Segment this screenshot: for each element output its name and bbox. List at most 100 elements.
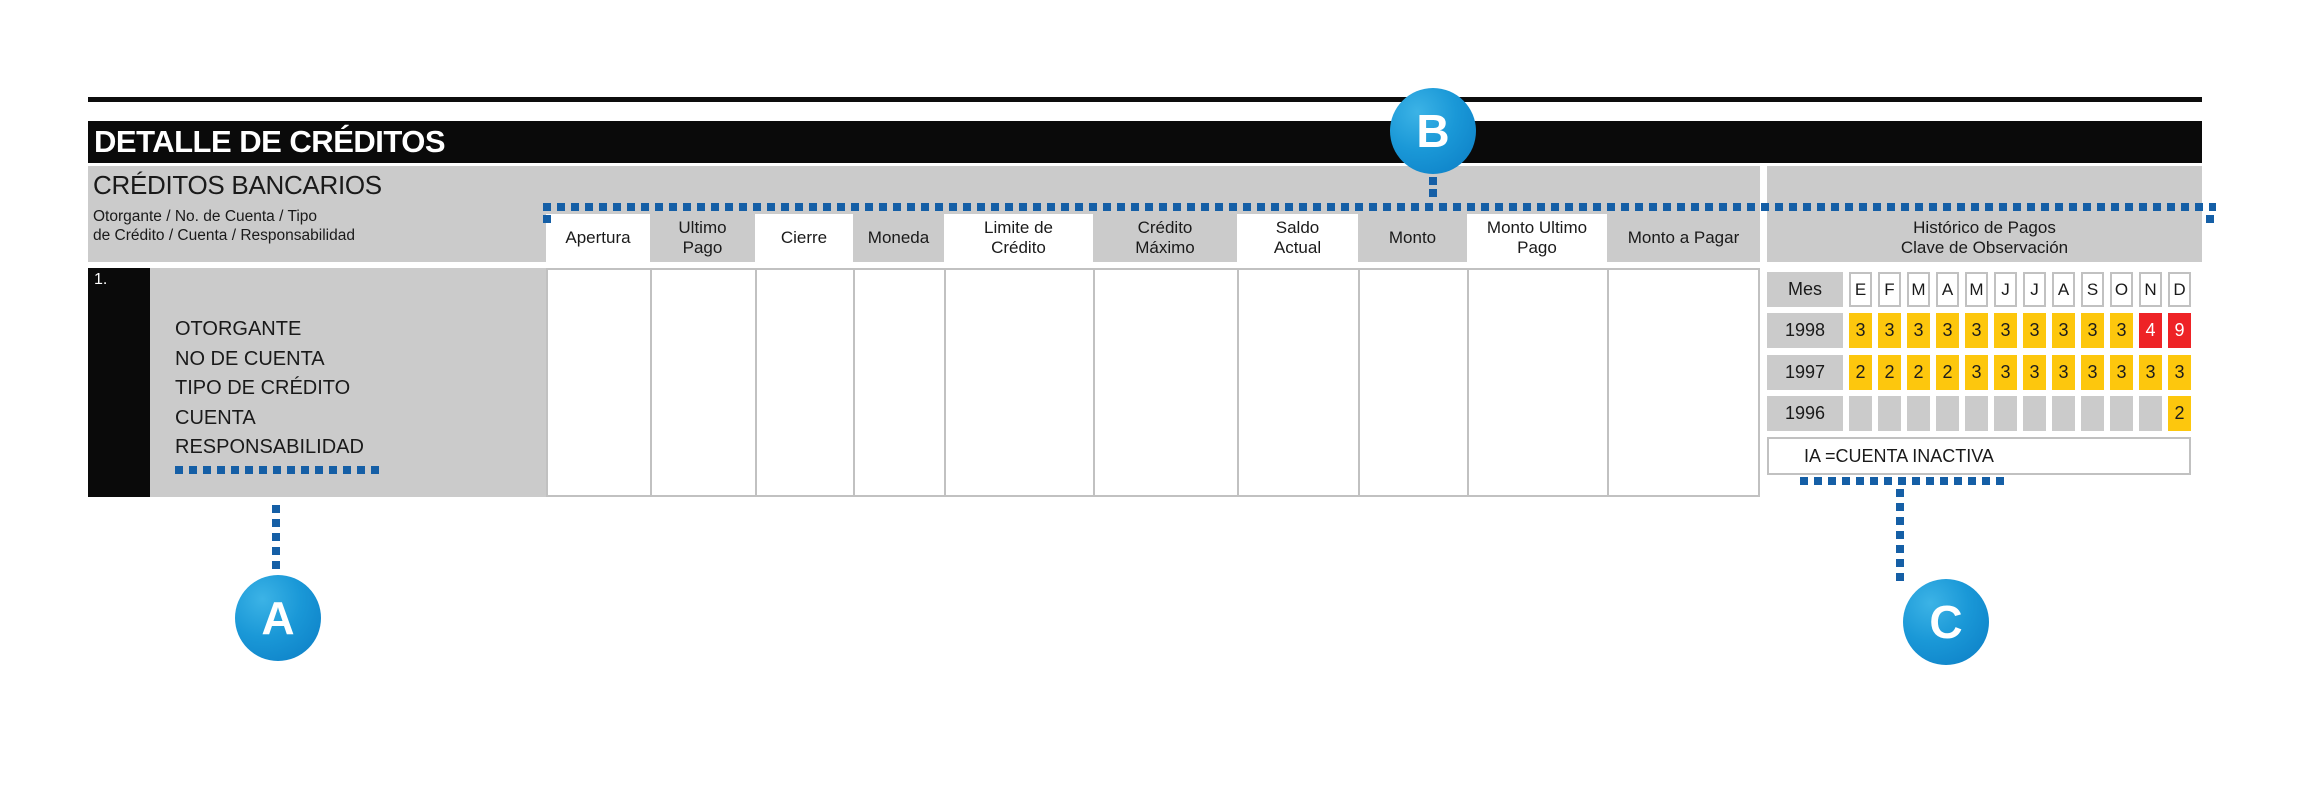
year-label: 1996 <box>1767 396 1843 432</box>
history-cell <box>1936 396 1959 432</box>
annotation-b-line-left-corner-dot <box>543 215 551 223</box>
cell-divider <box>1093 268 1095 497</box>
history-cell: 3 <box>2081 313 2104 349</box>
annotation-b-connector-dot <box>1429 189 1437 197</box>
history-cell: 3 <box>1965 354 1988 390</box>
row-label-tipo-de-credito: TIPO DE CRÉDITO <box>175 377 351 399</box>
row-label-otorgante: OTORGANTE <box>175 318 302 340</box>
month-header: M <box>1965 272 1988 307</box>
history-cell <box>1907 396 1930 432</box>
column-header-saldo-actual: Saldo Actual <box>1237 214 1358 262</box>
cell-divider <box>1358 268 1360 497</box>
history-cell <box>2081 396 2104 432</box>
history-cell: 2 <box>1878 354 1901 390</box>
annotation-b-dotted-line <box>543 203 2216 211</box>
month-header: D <box>2168 272 2191 307</box>
history-corner-label: Mes <box>1767 272 1843 307</box>
row-label-responsabilidad: RESPONSABILIDAD <box>175 436 364 458</box>
history-cell: 3 <box>1994 354 2017 390</box>
title-bar: DETALLE DE CRÉDITOS <box>88 121 2202 163</box>
column-header-monto-ultimo-pago: Monto Ultimo Pago <box>1467 214 1607 262</box>
history-cell: 2 <box>1849 354 1872 390</box>
history-legend-text: IA =CUENTA INACTIVA <box>1804 445 1994 466</box>
cell-divider <box>944 268 946 497</box>
history-cell: 3 <box>1878 313 1901 349</box>
history-cell: 3 <box>2110 354 2133 390</box>
annotation-c-connector-line <box>1896 489 1904 581</box>
history-cell: 2 <box>2168 396 2191 432</box>
history-cell: 3 <box>2023 313 2046 349</box>
column-header-moneda: Moneda <box>867 228 930 247</box>
annotation-marker-c: C <box>1903 579 1989 665</box>
column-header-monto-a-pagar: Monto a Pagar <box>1627 228 1740 247</box>
header-band-gap <box>1760 166 1767 262</box>
top-rule <box>88 97 2202 102</box>
annotation-a-connector-line <box>272 505 280 575</box>
history-cell <box>1849 396 1872 432</box>
month-header: N <box>2139 272 2162 307</box>
column-header-credito-maximo: Crédito Máximo <box>1135 218 1195 257</box>
history-cell: 3 <box>2110 313 2133 349</box>
history-cell: 3 <box>1849 313 1872 349</box>
cell-divider <box>853 268 855 497</box>
history-cell: 3 <box>1936 313 1959 349</box>
cell-divider <box>755 268 757 497</box>
column-header-monto: Monto <box>1388 228 1437 247</box>
history-cell: 2 <box>1907 354 1930 390</box>
row-number: 1. <box>94 271 108 288</box>
row-body-cells <box>546 268 1760 497</box>
annotation-marker-b: B <box>1390 88 1476 174</box>
history-cell: 3 <box>1965 313 1988 349</box>
history-cell <box>2110 396 2133 432</box>
row-label-cuenta: CUENTA <box>175 406 256 429</box>
annotation-c-dotted-line <box>1800 477 2006 485</box>
history-cell <box>2052 396 2075 432</box>
month-header: E <box>1849 272 1872 307</box>
annotation-b-connector-dot <box>1429 177 1437 185</box>
column-header-limite-de-credito: Limite de Crédito <box>944 214 1093 262</box>
year-label: 1997 <box>1767 354 1843 390</box>
history-cell <box>1994 396 2017 432</box>
cell-divider <box>650 268 652 497</box>
month-header: M <box>1907 272 1930 307</box>
history-cell: 3 <box>1907 313 1930 349</box>
history-cell: 3 <box>2168 354 2191 390</box>
cell-divider <box>1237 268 1239 497</box>
month-header: A <box>2052 272 2075 307</box>
table-header-band <box>88 166 2202 262</box>
month-header: S <box>2081 272 2104 307</box>
annotation-a-dotted-line <box>175 466 381 474</box>
history-cell <box>1878 396 1901 432</box>
row-label-cell: OTORGANTE NO DE CUENTA TIPO DE CRÉDITO C… <box>150 268 546 497</box>
history-cell: 2 <box>1936 354 1959 390</box>
annotation-marker-a: A <box>235 575 321 661</box>
row-header-label: Otorgante / No. de Cuenta / Tipo de Créd… <box>93 208 355 244</box>
history-cell <box>2139 396 2162 432</box>
history-cell: 3 <box>2139 354 2162 390</box>
section-title: CRÉDITOS BANCARIOS <box>93 170 382 200</box>
month-header: J <box>1994 272 2017 307</box>
history-cell <box>2023 396 2046 432</box>
history-cell: 9 <box>2168 313 2191 349</box>
column-header-apertura: Apertura <box>546 214 650 262</box>
column-header-historico-de-pagos: Histórico de Pagos Clave de Observación <box>1900 218 2069 257</box>
history-cell <box>1965 396 1988 432</box>
month-header: A <box>1936 272 1959 307</box>
annotation-b-line-right-corner-dot <box>2206 215 2214 223</box>
row-label-no-de-cuenta: NO DE CUENTA <box>175 347 325 370</box>
history-cell: 3 <box>2052 313 2075 349</box>
month-header: J <box>2023 272 2046 307</box>
history-cell: 3 <box>2023 354 2046 390</box>
column-header-cierre: Cierre <box>755 214 853 262</box>
page-title: DETALLE DE CRÉDITOS <box>94 124 446 159</box>
history-cell: 3 <box>2081 354 2104 390</box>
column-header-ultimo-pago: Ultimo Pago <box>678 218 727 257</box>
history-cell: 4 <box>2139 313 2162 349</box>
payment-history-grid: Mes E F M A M J J A S O N D 1998 3 3 3 3… <box>1767 272 2191 432</box>
row-number-cell: 1. <box>88 268 150 497</box>
cell-divider <box>1467 268 1469 497</box>
history-cell: 3 <box>2052 354 2075 390</box>
month-header: O <box>2110 272 2133 307</box>
month-header: F <box>1878 272 1901 307</box>
